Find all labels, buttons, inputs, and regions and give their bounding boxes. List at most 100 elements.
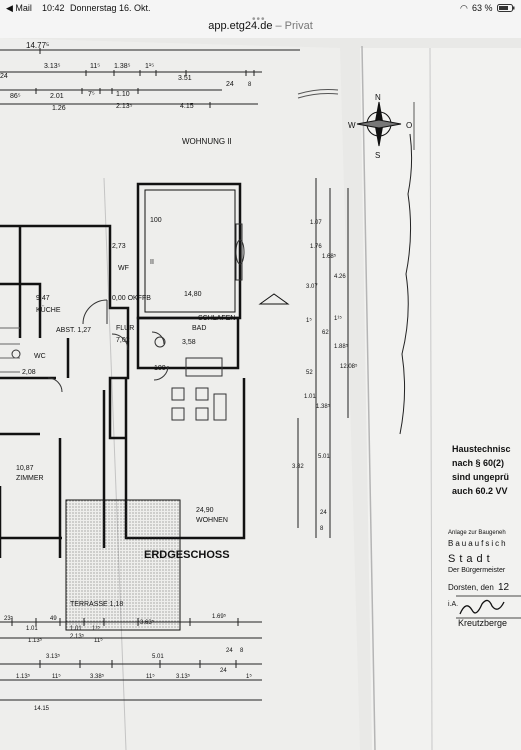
room-kueche-area: 9,47 xyxy=(36,295,50,302)
floor-plan-scan: 14.77⁵ 3.13⁵ 11⁵ 1.38⁵ 1¹⁵ 3.51 24 8 2.0… xyxy=(0,38,521,750)
room-wf-area: 2,73 xyxy=(112,243,126,250)
private-mode-label: – Privat xyxy=(275,20,313,32)
dim-right-2: 1.76 xyxy=(310,244,322,250)
approval-line-7: Kreutzberge xyxy=(458,618,507,628)
compass-o: O xyxy=(406,121,412,130)
dim-top-14: 4.15 xyxy=(180,103,194,110)
stamp-line-2: nach § 60(2) xyxy=(452,458,504,468)
stamp-line-3: sind ungeprü xyxy=(452,472,509,482)
dim-right-6: 1⁵ xyxy=(306,317,312,324)
dim-bottom-9: 1.13⁵ xyxy=(28,637,43,644)
dim-bottom-1: 23⁵ xyxy=(4,615,14,622)
dim-top-15: 86⁵ xyxy=(10,93,21,100)
dim-right-17: 8 xyxy=(320,526,324,532)
room-schlafen-area: 14,80 xyxy=(184,291,202,298)
approval-line-3: Stadt xyxy=(448,553,494,565)
dim-top-13: 2.13⁵ xyxy=(116,103,133,110)
dim-bottom-5: 1¹⁵ xyxy=(92,625,100,632)
approval-line-5: Dorsten, den xyxy=(448,583,494,592)
dim-bottom-7: 3.63⁵ xyxy=(140,619,155,626)
floor-title: ERDGESCHOSS xyxy=(144,549,230,561)
compass-n: N xyxy=(375,93,381,102)
wifi-icon: ◠ xyxy=(460,3,468,13)
tab-grabber-icon[interactable]: ••• xyxy=(252,14,266,25)
battery-percent: 63 % xyxy=(472,3,493,13)
status-bar: ◀ Mail 10:42 Donnerstag 16. Okt. ◠ 63 % xyxy=(0,0,521,16)
dim-bottom-total: 14.15 xyxy=(34,706,50,712)
room-wc-area: 2,08 xyxy=(22,369,36,376)
room-wohnen-area: 24,90 xyxy=(196,507,214,514)
dim-top-8: 8 xyxy=(248,82,252,88)
dim-right-3: 1.68⁵ xyxy=(322,253,337,260)
dim-top-6: 3.51 xyxy=(178,75,192,82)
dim-right-5: 3.07 xyxy=(306,284,318,290)
dim-bottom-4: 1.01 xyxy=(70,626,82,632)
dim-top-12: 1.10 xyxy=(116,91,130,98)
dim-hundred-a: 100 xyxy=(150,217,162,224)
signature-icon xyxy=(456,595,521,619)
compass-rose-icon xyxy=(356,101,402,147)
room-kueche: KÜCHE xyxy=(36,306,61,314)
dim-bottom-18: 11⁵ xyxy=(146,673,155,680)
battery-icon xyxy=(497,4,515,14)
dim-right-16: 24 xyxy=(320,510,327,516)
dim-bottom-10: 11⁵ xyxy=(94,637,103,644)
dim-bottom-19: 3.13⁵ xyxy=(176,673,191,680)
dim-right-1: 1.07 xyxy=(310,220,322,226)
url-host: app.etg24.de xyxy=(208,20,273,32)
apartment-title: WOHNUNG II xyxy=(182,137,232,146)
approval-date-fragment: 12 xyxy=(498,582,510,593)
dim-top-11: 7⁵ xyxy=(88,91,95,98)
dim-bottom-14: 8 xyxy=(240,648,244,654)
browser-address-bar[interactable]: ••• app.etg24.de – Privat xyxy=(0,14,521,39)
dim-top-16: 24 xyxy=(0,73,8,80)
document-viewer[interactable]: 14.77⁵ 3.13⁵ 11⁵ 1.38⁵ 1¹⁵ 3.51 24 8 2.0… xyxy=(0,38,521,750)
dim-bottom-8: 1.69⁵ xyxy=(212,613,227,620)
dim-bottom-12: 5.01 xyxy=(152,654,164,660)
dim-bottom-17: 3.38⁵ xyxy=(90,673,105,680)
dim-bottom-15: 1.13⁵ xyxy=(16,673,31,680)
compass-w: W xyxy=(348,121,356,130)
dim-top-7: 24 xyxy=(226,81,234,88)
dim-top-3: 11⁵ xyxy=(90,63,100,70)
dim-right-15: 3.82 xyxy=(292,464,304,470)
level-okffb: 0,00 OKFFB xyxy=(112,295,151,302)
approval-line-4: Der Bürgermeister xyxy=(448,567,506,574)
room-wf: WF xyxy=(118,265,129,272)
dim-right-4: 4.26 xyxy=(334,274,346,280)
room-flur-area: 7,02 xyxy=(116,337,130,344)
status-time: 10:42 xyxy=(42,3,65,13)
status-date: Donnerstag 16. Okt. xyxy=(70,3,151,13)
room-terrasse: TERRASSE 1,18 xyxy=(70,601,123,608)
room-wohnen: WOHNEN xyxy=(196,517,228,524)
room-bad-area: 3,58 xyxy=(182,339,196,346)
dim-bottom-6: 2.13⁵ xyxy=(70,633,85,640)
dim-bottom-21: 1⁵ xyxy=(246,673,252,680)
dim-right-8: 1.88⁵ xyxy=(334,343,349,350)
dim-right-9: 1¹⁵ xyxy=(334,315,342,322)
dim-bottom-20: 24 xyxy=(220,668,227,674)
dim-right-7: 62 xyxy=(322,330,329,336)
dim-bottom-11: 3.13⁵ xyxy=(46,653,61,660)
dim-right-13: 12.08⁵ xyxy=(340,363,358,370)
stamp-line-1: Haustechnisc xyxy=(452,444,511,454)
room-wc: WC xyxy=(34,353,46,360)
dim-top-10: 1.26 xyxy=(52,105,66,112)
url-display[interactable]: app.etg24.de – Privat xyxy=(0,20,521,32)
back-to-app-link[interactable]: ◀ Mail xyxy=(6,3,32,13)
dim-bottom-13: 24 xyxy=(226,648,233,654)
dim-bottom-3: 49 xyxy=(50,616,57,622)
room-zimmer: ZIMMER xyxy=(16,475,44,482)
compass-s: S xyxy=(375,151,380,160)
dim-right-12: 52 xyxy=(306,370,313,376)
approval-line-6: i.A. xyxy=(448,601,458,608)
dim-top-2: 3.13⁵ xyxy=(44,63,61,70)
dim-bottom-2: 1.01 xyxy=(26,626,38,632)
approval-line-1: Anlage zur Baugeneh xyxy=(448,530,506,536)
dim-right-10: 1.01 xyxy=(304,394,316,400)
dim-right-14: 5.01 xyxy=(318,454,330,460)
room-schlafen: SCHLAFEN xyxy=(198,315,235,322)
dim-top-9: 2.01 xyxy=(50,93,64,100)
approval-line-2: Bauaufsich xyxy=(448,539,508,548)
dim-top-5: 1¹⁵ xyxy=(145,63,154,70)
